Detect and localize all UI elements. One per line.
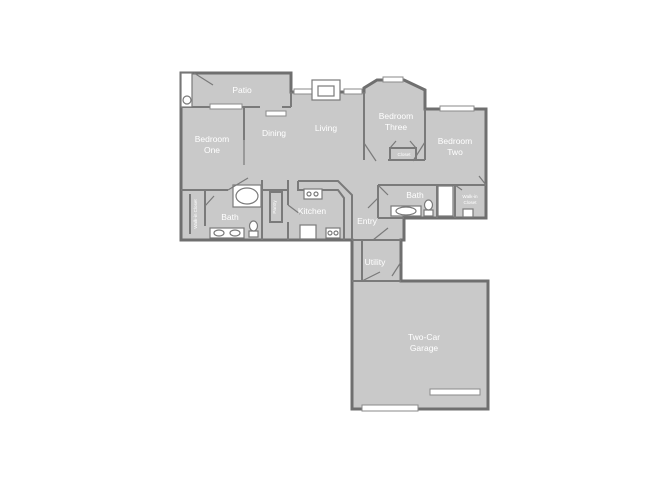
label-walkin-closet-left: Walk-in Closet	[193, 199, 198, 229]
room-label-bath-right: Bath	[406, 190, 424, 200]
room-label-patio: Patio	[232, 85, 252, 95]
door-swings	[193, 72, 487, 282]
label-pantry: Pantry	[272, 200, 277, 214]
room-label-bath-left: Bath	[221, 212, 239, 222]
room-label-entry: Entry	[357, 216, 378, 226]
fixtures	[209, 184, 474, 240]
windows	[209, 76, 481, 412]
room-label-living: Living	[315, 123, 337, 133]
room-label-dining: Dining	[262, 128, 286, 138]
label-shower: Shower	[442, 193, 447, 209]
label-closet: Closet	[397, 152, 411, 157]
interior-walls	[180, 72, 486, 282]
floor-area	[181, 73, 488, 409]
fireplace-icon	[311, 79, 341, 101]
room-label-utility: Utility	[365, 257, 387, 267]
room-label-kitchen: Kitchen	[298, 206, 327, 216]
